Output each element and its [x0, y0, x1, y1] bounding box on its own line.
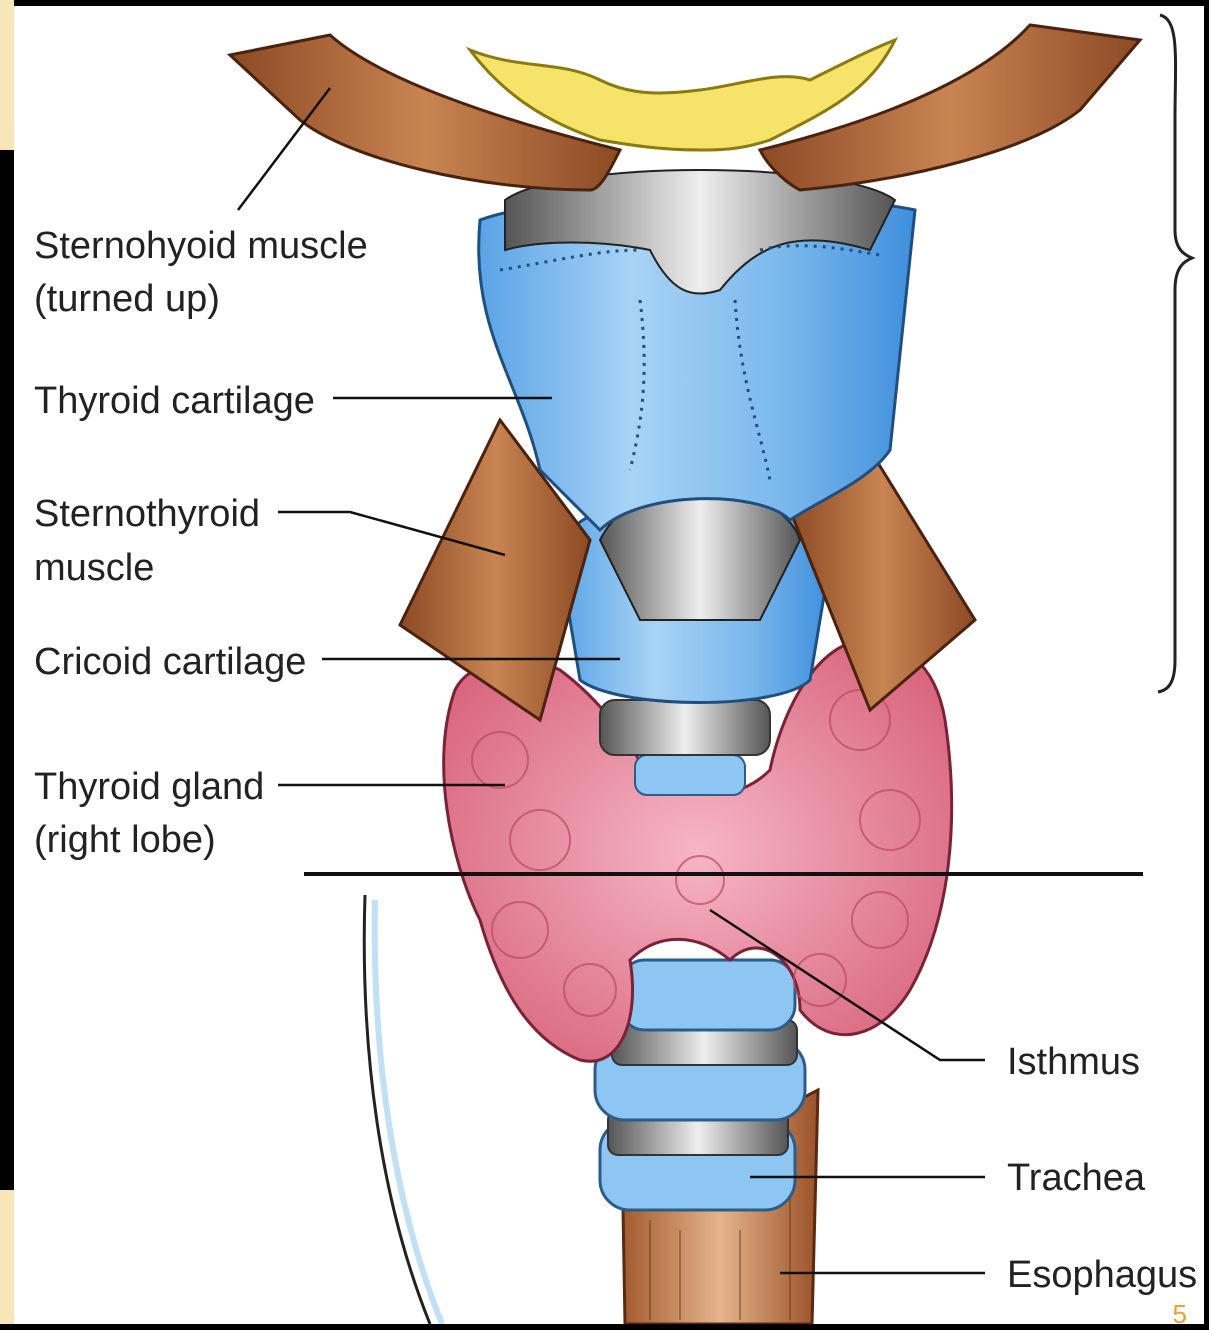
label-thyroid-gland-2: (right lobe) — [34, 819, 216, 861]
label-esophagus: Esophagus — [1007, 1254, 1197, 1296]
label-sternothyroid-2: muscle — [34, 547, 154, 589]
label-trachea: Trachea — [1007, 1157, 1146, 1199]
label-isthmus: Isthmus — [1007, 1041, 1140, 1083]
label-sternothyroid-1: Sternothyroid — [34, 493, 260, 535]
label-cricoid-cartilage: Cricoid cartilage — [34, 641, 306, 683]
label-sternohyoid-1: Sternohyoid muscle — [34, 225, 368, 267]
label-sternohyoid-2: (turned up) — [34, 278, 220, 320]
page-number: 5 — [1173, 1299, 1187, 1330]
label-thyroid-gland-1: Thyroid gland — [34, 766, 264, 808]
label-thyroid-cartilage: Thyroid cartilage — [34, 380, 315, 422]
